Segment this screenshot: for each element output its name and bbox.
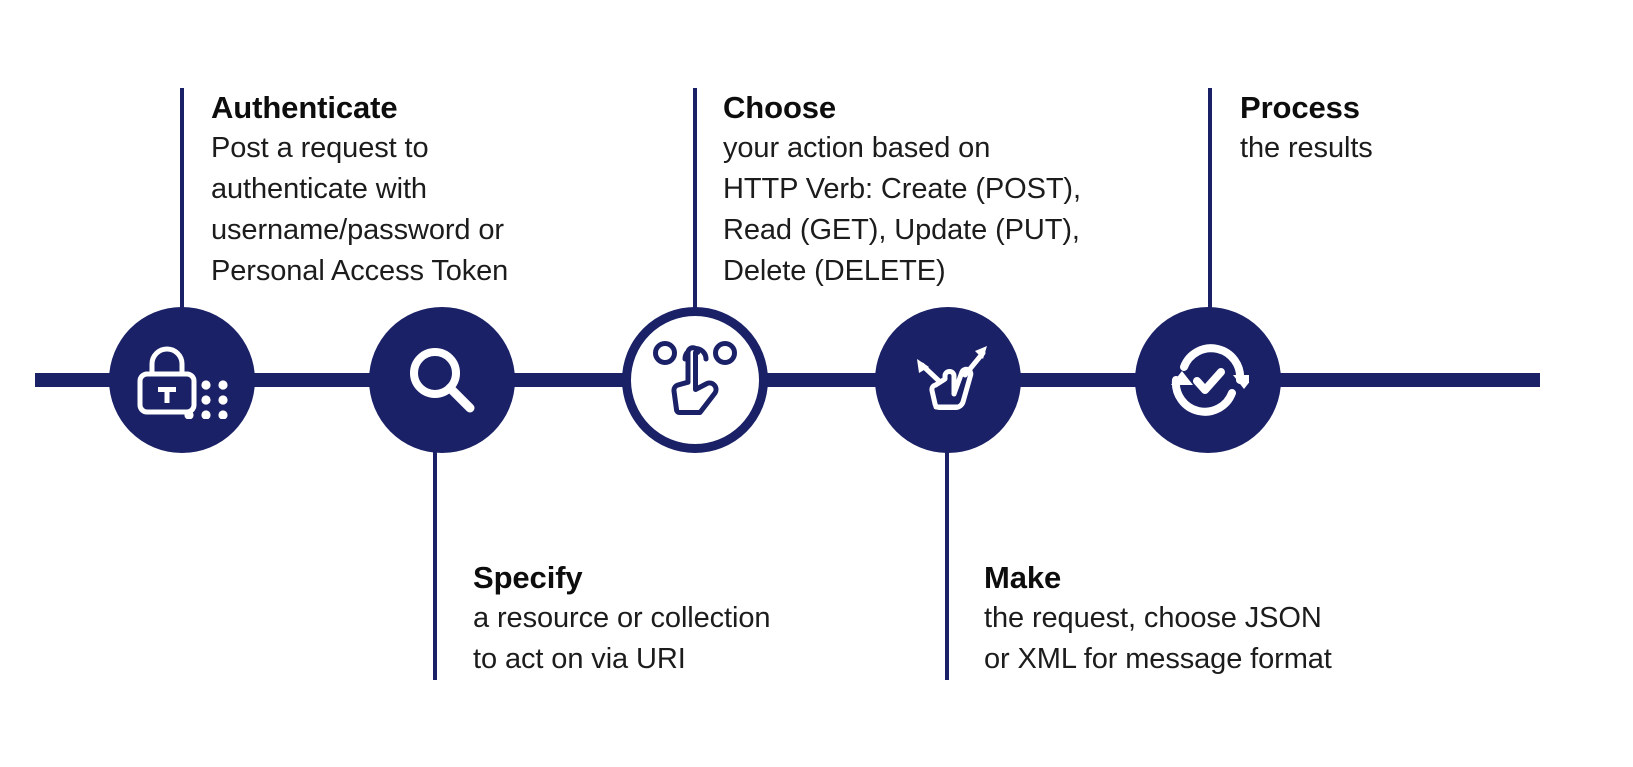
step-title-3: Choose (723, 90, 837, 125)
step-body-4: the request, choose JSON or XML for mess… (984, 602, 1332, 675)
timeline-rail (35, 373, 1540, 387)
stem-step-5 (1208, 88, 1212, 313)
step-label-1: Authenticate Post a request to authentic… (211, 88, 611, 292)
stem-step-1 (180, 88, 184, 313)
step-node-2[interactable] (369, 307, 515, 453)
step-body-5: the results (1240, 132, 1373, 164)
step-title-4: Make (984, 560, 1062, 595)
step-node-5[interactable] (1135, 307, 1281, 453)
step-body-3: your action based on HTTP Verb: Create (… (723, 132, 1081, 287)
refresh-check-icon (1167, 339, 1249, 421)
step-label-4: Make the request, choose JSON or XML for… (984, 558, 1434, 680)
step-body-2: a resource or collection to act on via U… (473, 602, 771, 675)
stem-step-3 (693, 88, 697, 310)
hand-drag-arrows-icon (905, 337, 991, 423)
pointing-hand-select-icon (652, 339, 738, 421)
stem-step-4 (945, 450, 949, 680)
step-node-4[interactable] (875, 307, 1021, 453)
stem-step-2 (433, 450, 437, 680)
magnifying-glass-icon (406, 344, 478, 416)
step-title-5: Process (1240, 90, 1360, 125)
step-label-3: Choose your action based on HTTP Verb: C… (723, 88, 1173, 292)
step-label-5: Process the results (1240, 88, 1600, 169)
step-label-2: Specify a resource or collection to act … (473, 558, 873, 680)
padlock-keypad-icon (136, 341, 228, 419)
step-title-1: Authenticate (211, 90, 398, 125)
step-title-2: Specify (473, 560, 583, 595)
step-body-1: Post a request to authenticate with user… (211, 132, 509, 287)
step-node-1[interactable] (109, 307, 255, 453)
step-node-3[interactable] (622, 307, 768, 453)
